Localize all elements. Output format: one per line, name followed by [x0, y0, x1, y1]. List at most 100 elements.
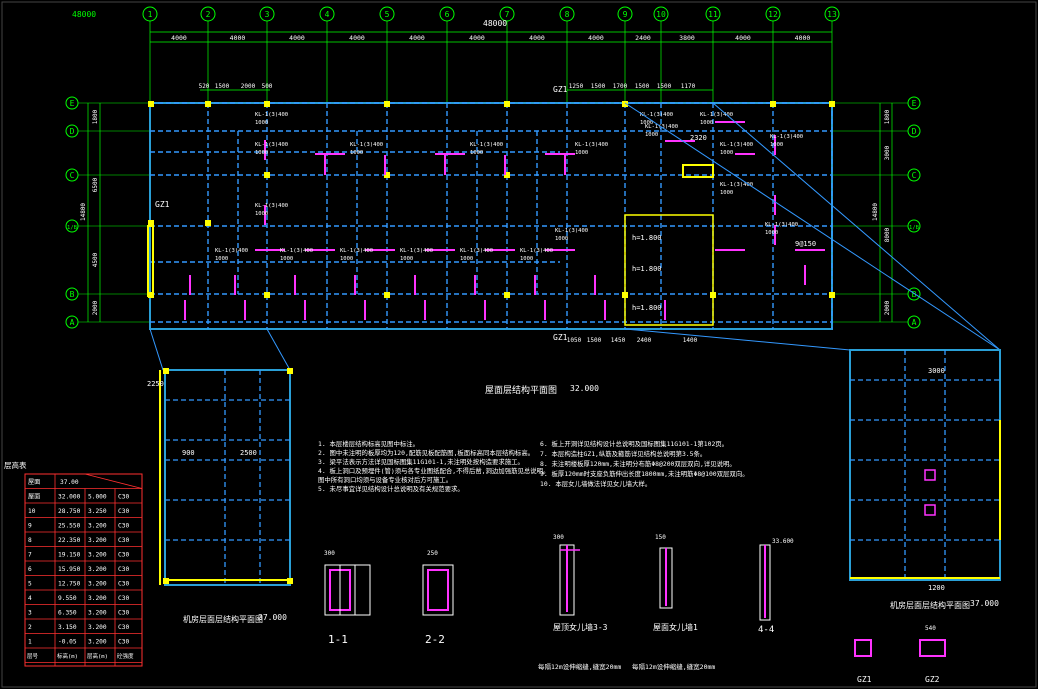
table-cell: 15.950 [58, 566, 81, 573]
beam-label: KL-1(3)400 [255, 142, 288, 148]
dim-left: 4500 [92, 252, 99, 267]
note-left-line: 2. 图中未注明的板厚均为120,配筋见板配筋图,板面标高同本层结构标高。 [318, 448, 534, 457]
column-set [148, 101, 835, 298]
notes-right: 6. 板上开洞详见结构设计总说明及国标图集11G101-1第102页。7. 本层… [540, 439, 749, 488]
s3-dim-1: 300 [553, 534, 564, 541]
beam-label: KL-1(3)400 [460, 248, 493, 254]
axis-label: 9 [623, 10, 628, 19]
dim-right: 3000 [884, 145, 891, 160]
side-axis-label: 1/B [909, 225, 920, 231]
dim-top-label: 4000 [795, 34, 811, 42]
table-cell: 19.150 [58, 552, 81, 559]
table-cell: 22.350 [58, 537, 81, 544]
table-cell: 32.000 [58, 494, 81, 501]
table-cell: C30 [118, 552, 129, 559]
dim-right: 8000 [884, 227, 891, 242]
note-right-line: 9. 板厚120mm时支座负筋伸出长度1800mm,未注明筋Φ8@100双层双向… [540, 469, 749, 478]
main-plan-outline [149, 102, 833, 330]
axis-label: 7 [505, 10, 510, 19]
dim-right: 1800 [884, 109, 891, 124]
beam-label: KL-1(3)400 [350, 142, 383, 148]
notes-left: 1. 本层楼层结构标高见图中标注。2. 图中未注明的板厚均为120,配筋见板配筋… [318, 439, 549, 493]
table-roof-elev: 37.00 [60, 479, 79, 486]
dim-top-label: 4000 [409, 34, 425, 42]
axis-label: 13 [827, 10, 837, 19]
gz1-left-label: GZ1 [155, 200, 170, 209]
beam-sub-label: 1000 [575, 150, 588, 156]
note-left-line: 1. 本层楼层结构标高见图中标注。 [318, 439, 419, 448]
axis-label: 3 [265, 10, 270, 19]
table-title: 层高表 [4, 460, 27, 470]
main-plan: KL-1(3)4001000KL-1(3)4001000KL-1(3)40010… [147, 101, 1001, 371]
side-axis-label: B [912, 290, 917, 299]
table-cell: 5 [28, 581, 32, 588]
dim-top-label: 4000 [171, 34, 187, 42]
dims-total-text: 48000 [483, 19, 507, 28]
table-cell: C30 [118, 639, 129, 646]
dim-sub-right: 1250 [569, 83, 584, 90]
projection-lines [149, 102, 1001, 371]
section-3-3: 屋顶女儿墙3-3 [553, 622, 608, 632]
table-footer-cell: 标高(m) [57, 652, 78, 660]
tb1-a: h=1.800 [632, 234, 662, 242]
beam-label: KL-1(3)400 [555, 228, 588, 234]
beam-grid-v [207, 103, 833, 329]
dim-right: 2000 [884, 300, 891, 315]
table-roof-label: 屋面 [28, 479, 40, 486]
beam-sub-label: 1000 [720, 190, 733, 196]
tb1-b: h=1.800 [632, 265, 662, 273]
note-left-line: 图中所有洞口均须与设备专业核对后方可施工。 [318, 475, 452, 484]
table-cell: 25.550 [58, 523, 81, 530]
dim-bottom: 1400 [683, 337, 698, 344]
dim-sub-right: 1170 [681, 83, 696, 90]
table-footer-cell: 层号 [27, 653, 39, 660]
dim-bottom: 1500 [587, 337, 602, 344]
text-layer: 48000 48000 屋面层结构平面图 32.000 机房层面层结构平面图 3… [4, 10, 999, 684]
note-left-line: 4. 板上洞口及预埋件(管)须与各专业图纸配合,不得后凿,洞边加强筋见总说明。 [318, 466, 549, 475]
side-axis-label: D [912, 127, 917, 136]
beam-sub-label: 1000 [520, 256, 533, 262]
beam-sub-label: 1000 [700, 120, 713, 126]
table-cell: 3.200 [88, 610, 107, 617]
dim-top-label: 4000 [349, 34, 365, 42]
dim-bottom: 1050 [567, 337, 582, 344]
plan-label-set: KL-1(3)4001000KL-1(3)4001000KL-1(3)40010… [215, 112, 803, 262]
dim-left: 1800 [92, 109, 99, 124]
side-axis-label: C [70, 171, 75, 180]
beam-label: KL-1(3)400 [765, 222, 798, 228]
note-right-line: 8. 未注明楼板厚120mm,未注明分布筋Φ8@200双层双向,详见说明。 [540, 459, 736, 468]
gz2-dim: 540 [925, 625, 936, 632]
machine-plan-left-elev: 37.000 [258, 613, 287, 622]
dims-total-label: 48000 [72, 10, 96, 19]
dim-900: 900 [182, 449, 195, 457]
machine-room-plan-right [849, 349, 1001, 581]
axis-label: 5 [385, 10, 390, 19]
beam-sub-label: 1000 [640, 120, 653, 126]
side-axis-label: E [70, 99, 75, 108]
table-cell: 3.200 [88, 552, 107, 559]
table-cell: C30 [118, 537, 129, 544]
roof-plan-elev: 32.000 [570, 384, 599, 393]
dim-sub-right: 1700 [613, 83, 628, 90]
beam-label: KL-1(3)400 [255, 203, 288, 209]
dim-top-label: 4000 [529, 34, 545, 42]
section-1-1: 1-1 [328, 633, 348, 646]
elevator-box [682, 164, 714, 178]
dim-sub-right: 1500 [635, 83, 650, 90]
dim-top-label: 4000 [588, 34, 604, 42]
beam-label: KL-1(3)400 [520, 248, 553, 254]
beam-label: KL-1(3)400 [575, 142, 608, 148]
tb1-c: h=1.800 [632, 304, 662, 312]
table-cell: 3.250 [88, 508, 107, 515]
roof-plan-title: 屋面层结构平面图 [485, 384, 557, 396]
floor-height-table [24, 473, 143, 667]
table-cell: 8 [28, 537, 32, 544]
table-cell: 5.000 [88, 494, 107, 501]
rebar-mark-set [184, 121, 825, 320]
beam-label: KL-1(3)400 [720, 182, 753, 188]
dim-top-label: 4000 [469, 34, 485, 42]
beam-sub-label: 1000 [350, 150, 363, 156]
side-axis-label: C [912, 171, 917, 180]
note-left-line: 3. 梁平法表示方法详见国标图集11G101-1,未注明处按构造要求施工。 [318, 457, 524, 466]
